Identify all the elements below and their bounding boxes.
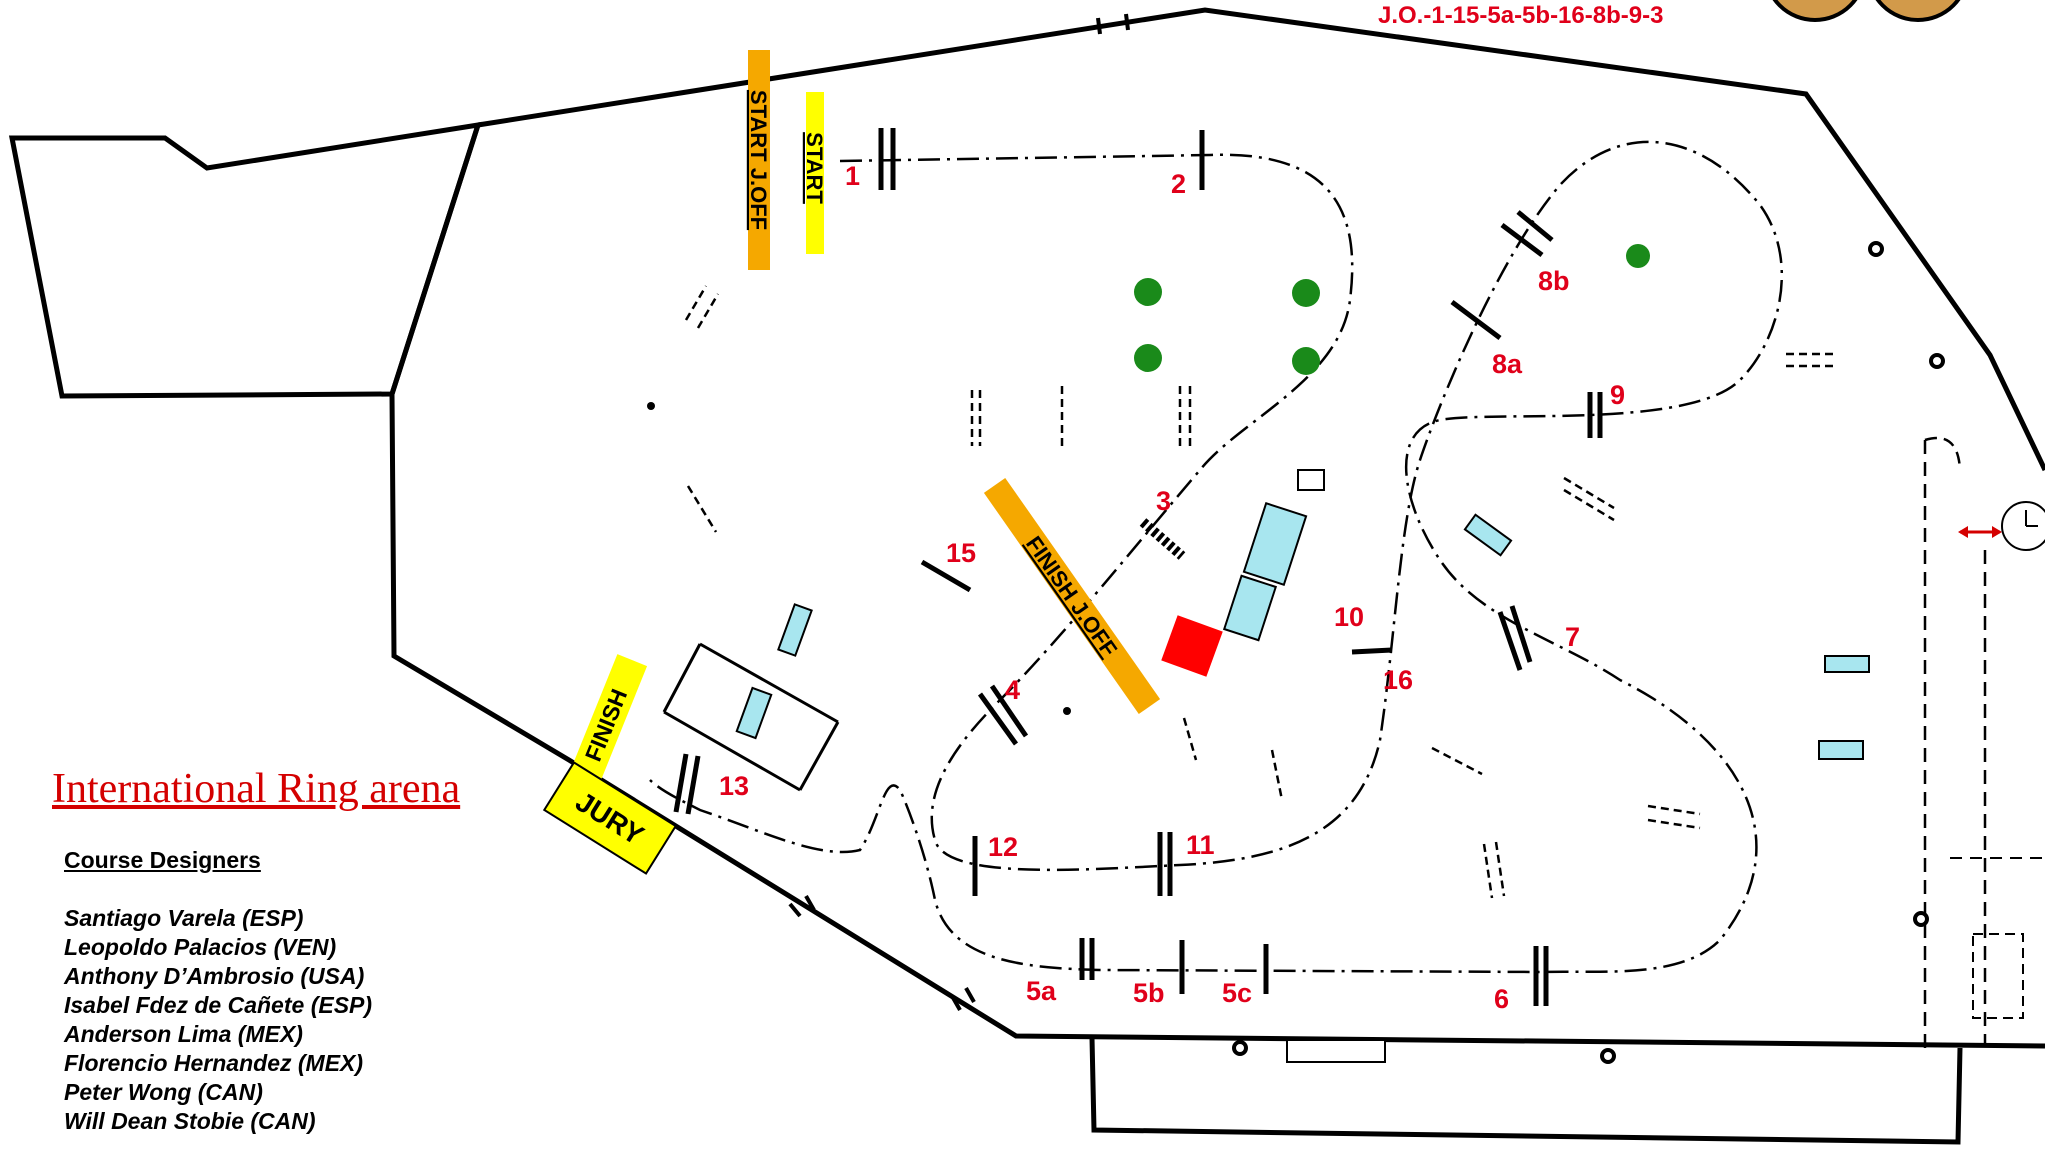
fence-number-4: 4: [1005, 675, 1021, 705]
svg-text:START J.OFF: START J.OFF: [746, 90, 771, 230]
svg-text:START: START: [802, 132, 827, 204]
fence-number-1: 1: [845, 161, 861, 191]
arena-boundary: [477, 7, 2045, 472]
designer-name: Will Dean Stobie (CAN): [64, 1108, 316, 1134]
side-paddock: [8, 121, 482, 399]
fence-number-7: 7: [1565, 622, 1581, 652]
fence-number-5a: 5a: [1026, 976, 1057, 1006]
designer-name: Anthony D’Ambrosio (USA): [64, 963, 365, 989]
designer-name: Peter Wong (CAN): [64, 1079, 263, 1105]
designer-name: Anderson Lima (MEX): [64, 1021, 303, 1047]
dot-marker: [647, 402, 655, 410]
finish-red-box: [1161, 615, 1223, 677]
fence-number-10: 10: [1334, 602, 1365, 632]
fence-triple: [662, 642, 840, 792]
jump-off-sequence: J.O.-1-15-5a-5b-16-8b-9-3: [1378, 2, 1664, 29]
tree-icons: [1134, 244, 1650, 375]
boundary-gate-marks: [788, 13, 1130, 1011]
arrow-red-head: [1992, 526, 2002, 538]
designer-name: Santiago Varela (ESP): [64, 905, 304, 931]
start-jumpoff-line: [748, 50, 770, 270]
start-text: START: [802, 132, 827, 204]
jury-box: JURY: [542, 761, 678, 875]
designer-name: Florencio Hernandez (MEX): [64, 1050, 364, 1076]
fence-number-5b: 5b: [1133, 978, 1165, 1008]
fence-3-plank: [1139, 518, 1186, 560]
arena-boundary-left: [389, 124, 2045, 1049]
post-marker: [1868, 241, 1884, 257]
fence-number-6: 6: [1494, 984, 1510, 1014]
fence-number-3: 3: [1156, 486, 1172, 516]
clock-icon: [2001, 501, 2045, 551]
post-marker: [1929, 353, 1945, 369]
exit-lane: [1924, 436, 1962, 471]
sponsor-logo: [1772, 0, 1961, 22]
fence-number-11: 11: [1186, 830, 1215, 860]
dot-marker: [1063, 707, 1071, 715]
post-marker: [1600, 1048, 1616, 1064]
start-line: [806, 92, 824, 254]
exit-box: [1972, 933, 2024, 1019]
fence-number-5c: 5c: [1222, 978, 1253, 1008]
fence-number-2: 2: [1171, 169, 1187, 199]
fence-number-16: 16: [1383, 665, 1414, 695]
water-tray: [735, 686, 773, 740]
page-title: International Ring arena: [52, 766, 461, 812]
post-marker: [1232, 1040, 1248, 1056]
course-designers-heading: Course Designers: [64, 847, 261, 873]
course-designers-list: Santiago Varela (ESP) Leopoldo Palacios …: [64, 904, 372, 1136]
fence-number-13: 13: [719, 771, 750, 801]
fence-number-12: 12: [988, 832, 1019, 862]
designer-name: Leopoldo Palacios (VEN): [64, 934, 337, 960]
fence-number-9: 9: [1610, 380, 1626, 410]
unused-fences: [684, 285, 1834, 899]
fence-number-8b: 8b: [1538, 266, 1570, 296]
post-marker: [1913, 911, 1929, 927]
lower-building: [1089, 1037, 1963, 1145]
svg-text:FINISH: FINISH: [580, 685, 632, 765]
fence-obstacles: [673, 128, 1603, 1006]
arrow-red-head: [1958, 526, 1968, 538]
gate-shape: [1286, 1039, 1386, 1063]
svg-text:FINISH J.OFF: FINISH J.OFF: [1021, 532, 1122, 661]
water-jumps: [777, 502, 1870, 760]
start-jumpoff-text: START J.OFF: [746, 90, 771, 230]
fence-number-8a: 8a: [1492, 349, 1523, 379]
small-box: [1297, 469, 1325, 491]
fence-number-15: 15: [946, 538, 977, 568]
designer-name: Isabel Fdez de Cañete (ESP): [64, 992, 373, 1018]
course-route: [649, 140, 1784, 974]
